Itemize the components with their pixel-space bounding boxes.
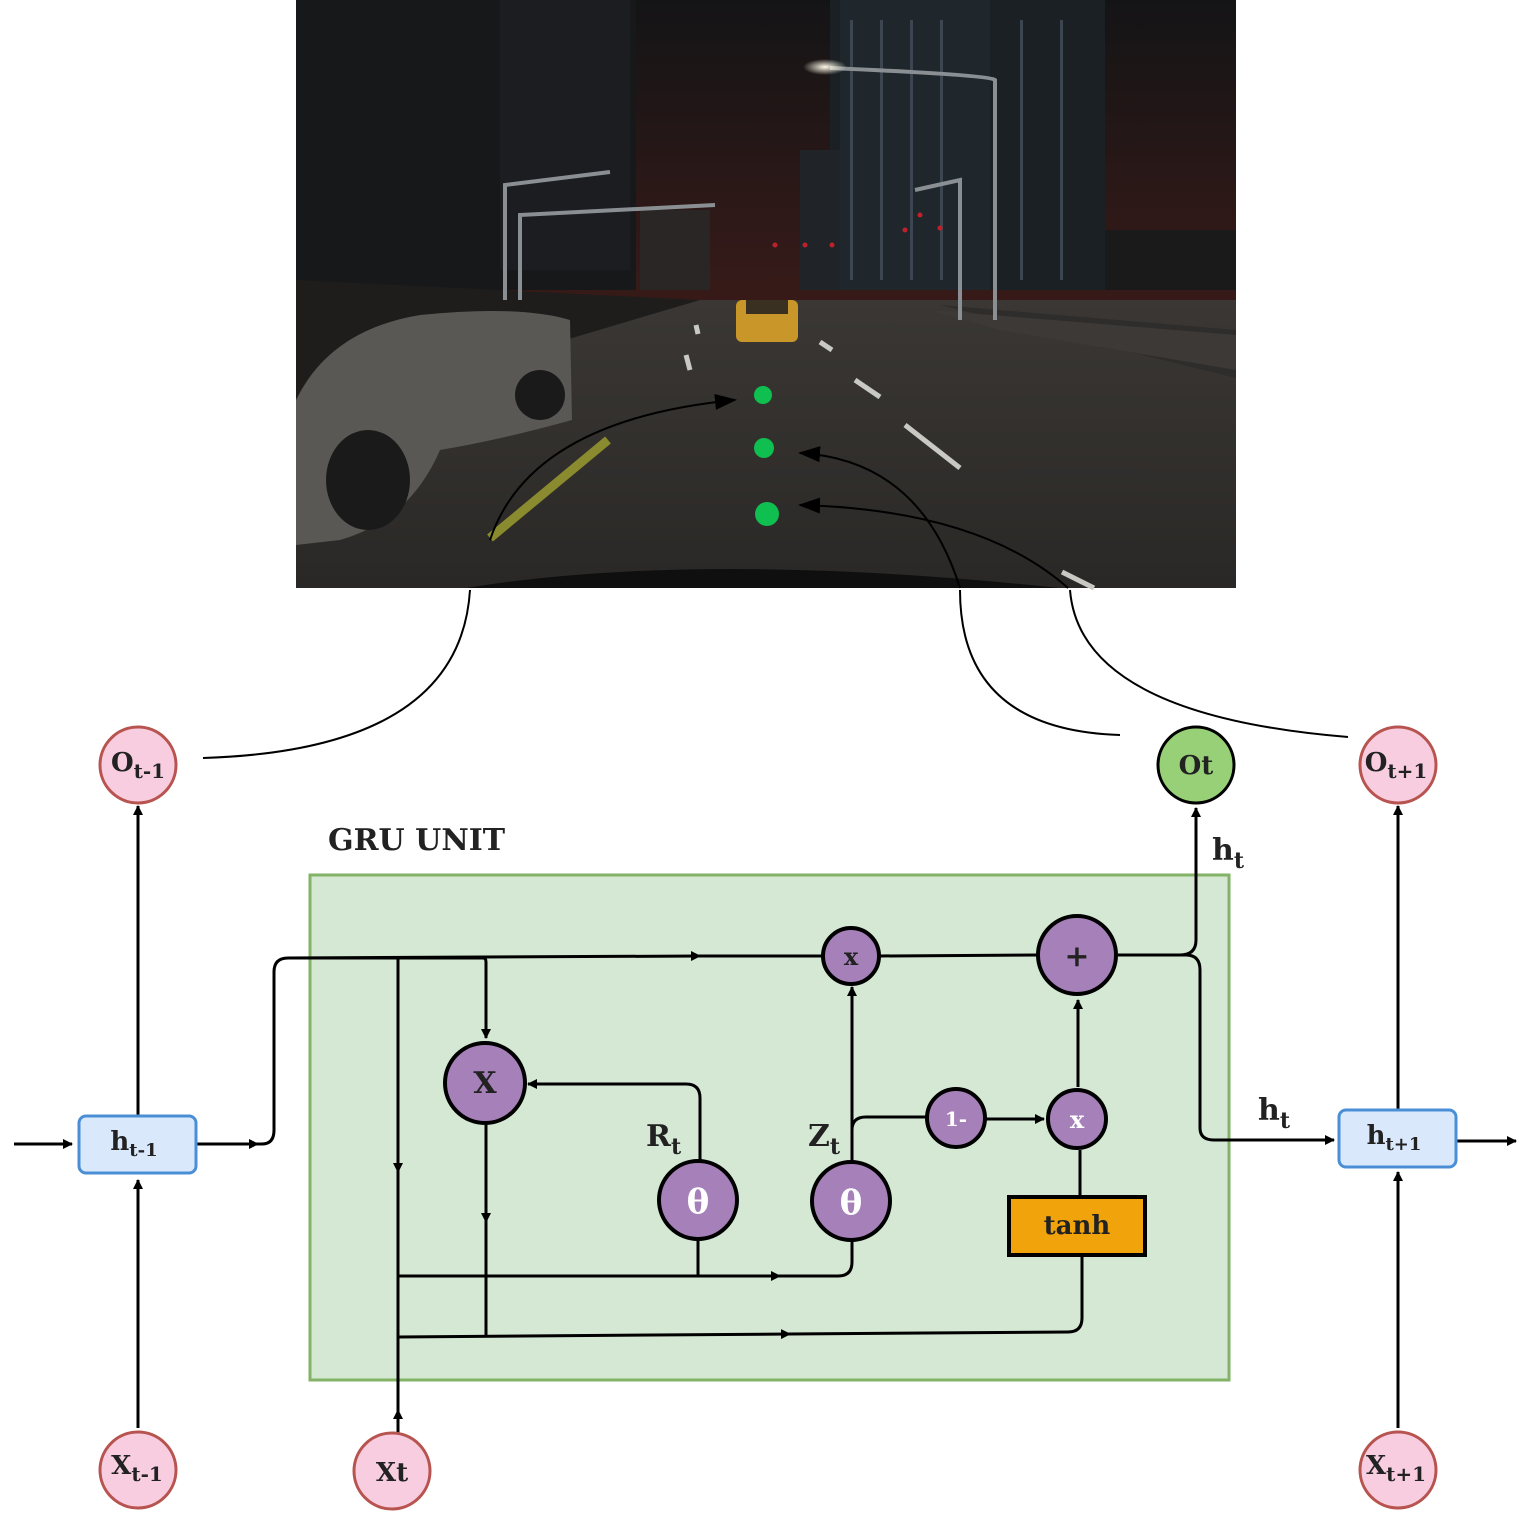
predicted-point-t-minus-1 (755, 502, 779, 526)
input-label-t-minus-1: Xt-1 (111, 1451, 163, 1486)
reset-sigmoid-symbol: θ (687, 1182, 710, 1222)
update-multiply-symbol: x (844, 942, 859, 971)
arrow-to-point-3 (798, 497, 1069, 589)
predicted-point-t (754, 438, 774, 458)
hidden-label-t-minus-1: ht-1 (110, 1127, 157, 1161)
output-label-t: Ot (1179, 751, 1214, 781)
reset-multiply-gate (443, 1041, 527, 1125)
input-label-t-plus-1: Xt+1 (1366, 1451, 1426, 1486)
input-node-t (352, 1431, 432, 1511)
connector-o-prev (202, 589, 471, 759)
output-node-t-plus-1 (1358, 725, 1438, 805)
update-gate-label: Zt (808, 1119, 841, 1160)
connector-o-curr (959, 589, 1121, 736)
output-label-t-minus-1: Ot-1 (111, 748, 165, 783)
ht-label-right: ht (1258, 1093, 1291, 1134)
ht-label-up: ht (1212, 833, 1245, 874)
add-symbol: + (1064, 939, 1089, 974)
candidate-multiply-gate (1046, 1088, 1108, 1150)
output-label-t-plus-1: Ot+1 (1365, 748, 1428, 783)
update-sigmoid-symbol: θ (840, 1183, 863, 1223)
tanh-label: tanh (1044, 1211, 1111, 1241)
arrow-to-point-2 (798, 446, 961, 589)
tanh-box (1007, 1195, 1147, 1257)
candidate-multiply-symbol: x (1070, 1105, 1085, 1134)
output-node-t (1156, 725, 1236, 805)
output-node-t-minus-1 (98, 725, 178, 805)
reset-sigmoid-gate (657, 1159, 739, 1241)
one-minus-symbol: 1- (945, 1107, 967, 1131)
input-node-t-minus-1 (98, 1430, 178, 1510)
predicted-point-t-plus-1 (754, 386, 772, 404)
arrow-to-point-1 (489, 393, 737, 541)
connector-o-next (1069, 589, 1349, 738)
night-street-scene-image (296, 0, 1236, 591)
reset-multiply-symbol: X (473, 1066, 497, 1101)
one-minus-gate (925, 1087, 987, 1149)
input-label-t: Xt (376, 1458, 408, 1488)
input-node-t-plus-1 (1358, 1430, 1438, 1510)
reset-gate-label: Rt (646, 1119, 682, 1160)
update-sigmoid-gate (810, 1160, 892, 1242)
update-multiply-gate (821, 926, 881, 986)
hidden-label-t-plus-1: ht+1 (1367, 1121, 1422, 1155)
predicted-points (754, 386, 779, 526)
gru-unit-title: GRU UNIT (328, 823, 506, 858)
hidden-state-t-plus-1 (1337, 1108, 1458, 1169)
hidden-state-t-minus-1 (77, 1114, 198, 1175)
add-gate (1036, 914, 1118, 996)
